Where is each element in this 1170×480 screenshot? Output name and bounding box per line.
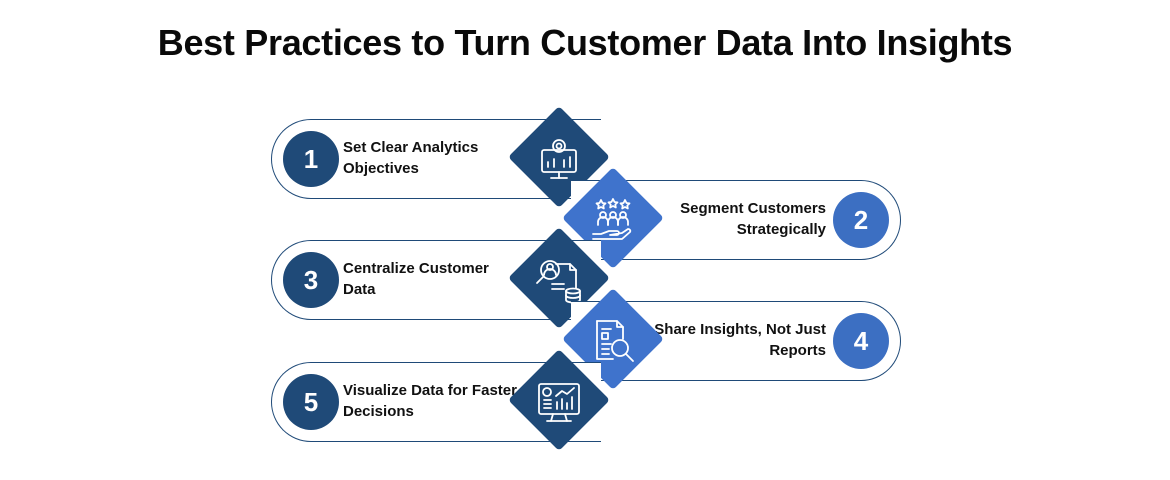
step-4-number: 4	[833, 313, 889, 369]
customer-segment-icon	[592, 198, 632, 240]
step-5: 5 Visualize Data for Faster Decisions	[271, 349, 901, 451]
step-1-label: Set Clear Analytics Objectives	[343, 139, 479, 177]
step-4: 4 Share Insights, Not Just Reports	[271, 288, 901, 390]
page-title: Best Practices to Turn Customer Data Int…	[157, 22, 1013, 63]
step-1: 1 Set Clear Analytics Objectives	[271, 106, 901, 208]
monitor-target-icon	[541, 139, 577, 179]
step-3: 3 Centralize Customer Data	[271, 227, 901, 329]
step-3-label: Centralize Customer Data	[343, 260, 489, 298]
dashboard-chart-icon	[538, 383, 580, 422]
report-magnifier-icon	[596, 320, 634, 362]
step-2: 2 Segment Customers Strategically	[271, 167, 901, 269]
step-1-number: 1	[283, 131, 339, 187]
step-5-label: Visualize Data for Faster Decisions	[343, 382, 517, 420]
step-4-label: Share Insights, Not Just Reports	[654, 321, 826, 359]
step-2-label: Segment Customers Strategically	[680, 200, 826, 238]
data-search-database-icon	[536, 260, 581, 304]
step-5-number: 5	[283, 374, 339, 430]
step-3-number: 3	[283, 252, 339, 308]
step-2-number: 2	[833, 192, 889, 248]
